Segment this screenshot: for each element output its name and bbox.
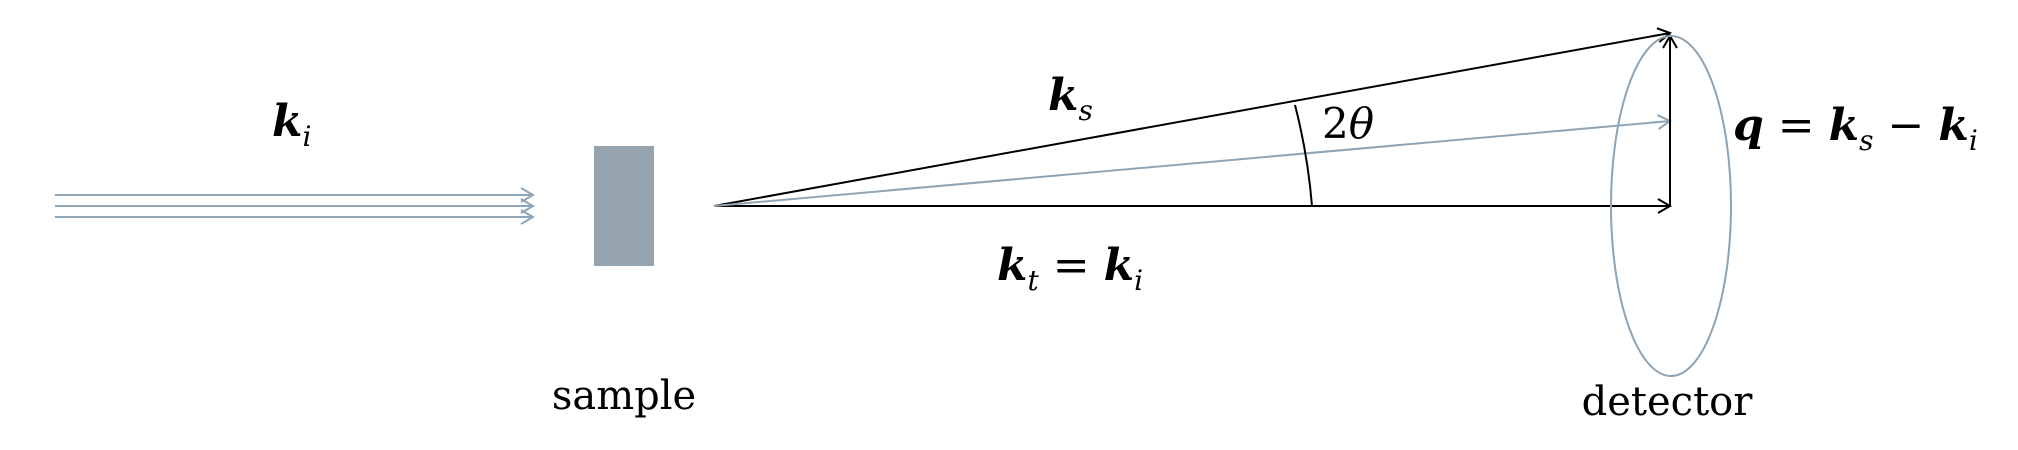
sample-block xyxy=(594,146,654,266)
transmitted-k2: k xyxy=(1104,240,1135,291)
central-ray xyxy=(713,114,1672,207)
detector-ring xyxy=(1610,35,1732,377)
scattered-subscript: s xyxy=(1079,94,1093,127)
incident-subscript: i xyxy=(303,120,312,153)
scattering-vector-equation: q = ks − ki xyxy=(1733,100,1978,157)
sample-label: sample xyxy=(552,373,696,419)
q-symbol: q xyxy=(1733,100,1764,151)
transmitted-wavevector-label: kt = ki xyxy=(997,240,1143,297)
angle-symbol: θ xyxy=(1349,99,1374,148)
scattering-angle-arc xyxy=(1294,104,1313,207)
transmitted-subscript: t xyxy=(1028,264,1040,297)
q-ki: k xyxy=(1938,100,1969,151)
incident-k: k xyxy=(272,96,303,147)
scattered-wavevector-label: ks xyxy=(1048,70,1093,127)
incident-beam xyxy=(55,187,535,225)
q-ks: k xyxy=(1829,100,1860,151)
transmitted-equals: = xyxy=(1039,240,1104,291)
q-minus: − xyxy=(1873,100,1938,151)
angle-factor: 2 xyxy=(1322,99,1349,148)
transmitted-k: k xyxy=(997,240,1028,291)
incident-wavevector-label: ki xyxy=(272,96,311,153)
scattered-vector xyxy=(713,27,1672,207)
scattered-k: k xyxy=(1048,70,1079,121)
detector-label: detector xyxy=(1582,379,1754,425)
q-equals: = xyxy=(1764,100,1829,151)
transmitted-subscript2: i xyxy=(1134,264,1143,297)
q-ks-subscript: s xyxy=(1859,124,1873,157)
scattering-angle-label: 2θ xyxy=(1322,99,1374,148)
q-ki-subscript: i xyxy=(1969,124,1978,157)
